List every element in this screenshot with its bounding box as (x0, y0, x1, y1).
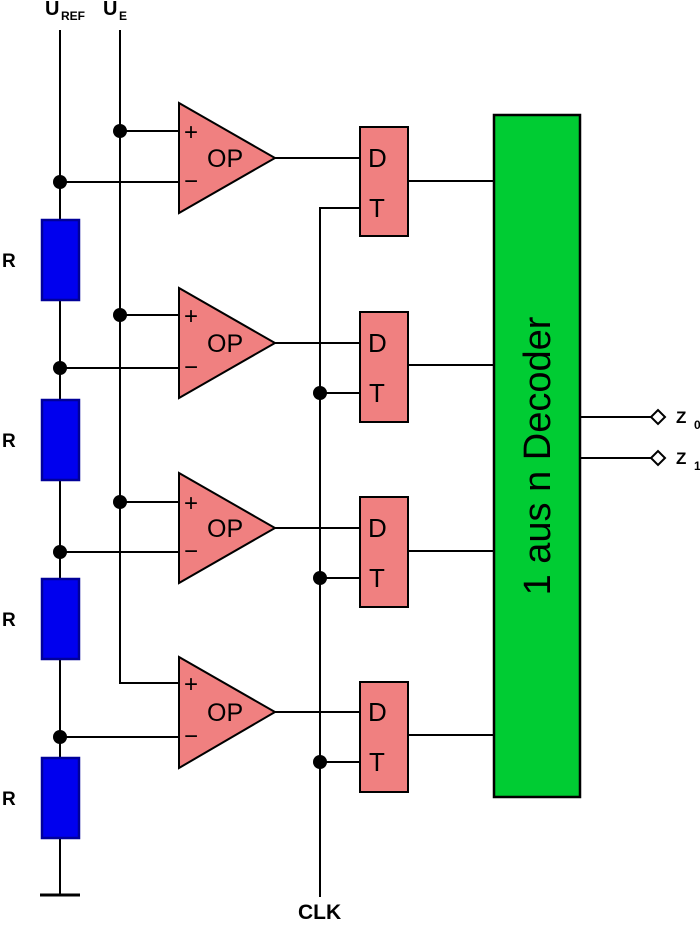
flipflop-3-body (359, 496, 409, 608)
resistor-2-label: R (2, 431, 16, 452)
junction-dot (313, 386, 327, 400)
resistor-4 (40, 756, 81, 840)
z0-sub-label: 0 (694, 418, 700, 432)
junction-dot (113, 495, 127, 509)
z1-label: Z (676, 449, 686, 468)
flipflop-1-body (359, 126, 409, 237)
comparator-4-body (178, 655, 277, 770)
comp1-minus-label: − (184, 168, 198, 195)
ue-sub-label: E (119, 9, 127, 23)
comp1-name: OP (207, 145, 243, 173)
uref-label: U (45, 0, 59, 20)
comp4-plus-label: + (184, 671, 198, 698)
clk-rail-wire (319, 207, 360, 897)
ff1-t-label: T (369, 193, 385, 223)
z1-sub-label: 1 (694, 459, 700, 473)
ff2-d-label: D (368, 328, 387, 358)
flipflop-2-body (359, 311, 409, 423)
resistor-3 (40, 577, 81, 661)
comp3-name: OP (207, 515, 243, 543)
comparator-1-body (178, 101, 278, 215)
junction-dot (313, 571, 327, 585)
z0-label: Z (676, 408, 686, 427)
uref-sub-label: REF (61, 9, 85, 23)
ff3-d-label: D (368, 513, 387, 543)
resistor-1 (40, 218, 81, 302)
junction-dot (53, 361, 67, 375)
decoder-body (492, 113, 582, 799)
ff1-d-label: D (368, 143, 387, 173)
resistor-3-label: R (2, 610, 16, 631)
junction-dot (53, 730, 67, 744)
resistor-1-label: R (2, 251, 16, 272)
ue-rail-wire (119, 30, 179, 684)
comp3-plus-label: + (184, 490, 198, 517)
comp3-minus-label: − (184, 538, 198, 565)
resistor-4-label: R (2, 789, 16, 810)
ff3-t-label: T (369, 563, 385, 593)
comp2-minus-label: − (184, 354, 198, 381)
comp2-name: OP (207, 330, 243, 358)
junction-dot (53, 545, 67, 559)
flipflop-4-body (359, 681, 409, 793)
comp4-minus-label: − (184, 723, 198, 750)
ff4-t-label: T (369, 747, 385, 777)
junction-dot (313, 755, 327, 769)
comp2-plus-label: + (184, 303, 198, 330)
ff2-t-label: T (369, 378, 385, 408)
comparator-3-body (178, 471, 278, 585)
z0-terminal-icon (649, 408, 667, 426)
comp1-plus-label: + (184, 119, 198, 146)
z1-terminal-icon (649, 449, 667, 467)
clk-label: CLK (298, 901, 341, 923)
comparator-2-body (178, 286, 278, 400)
junction-dot (113, 124, 127, 138)
comp4-name: OP (207, 699, 243, 727)
junction-dot (113, 308, 127, 322)
resistor-2 (40, 398, 81, 482)
ff4-d-label: D (368, 697, 387, 727)
ue-label: U (103, 0, 117, 20)
junction-dot (53, 175, 67, 189)
decoder-label: 1 aus n Decoder (517, 316, 559, 595)
